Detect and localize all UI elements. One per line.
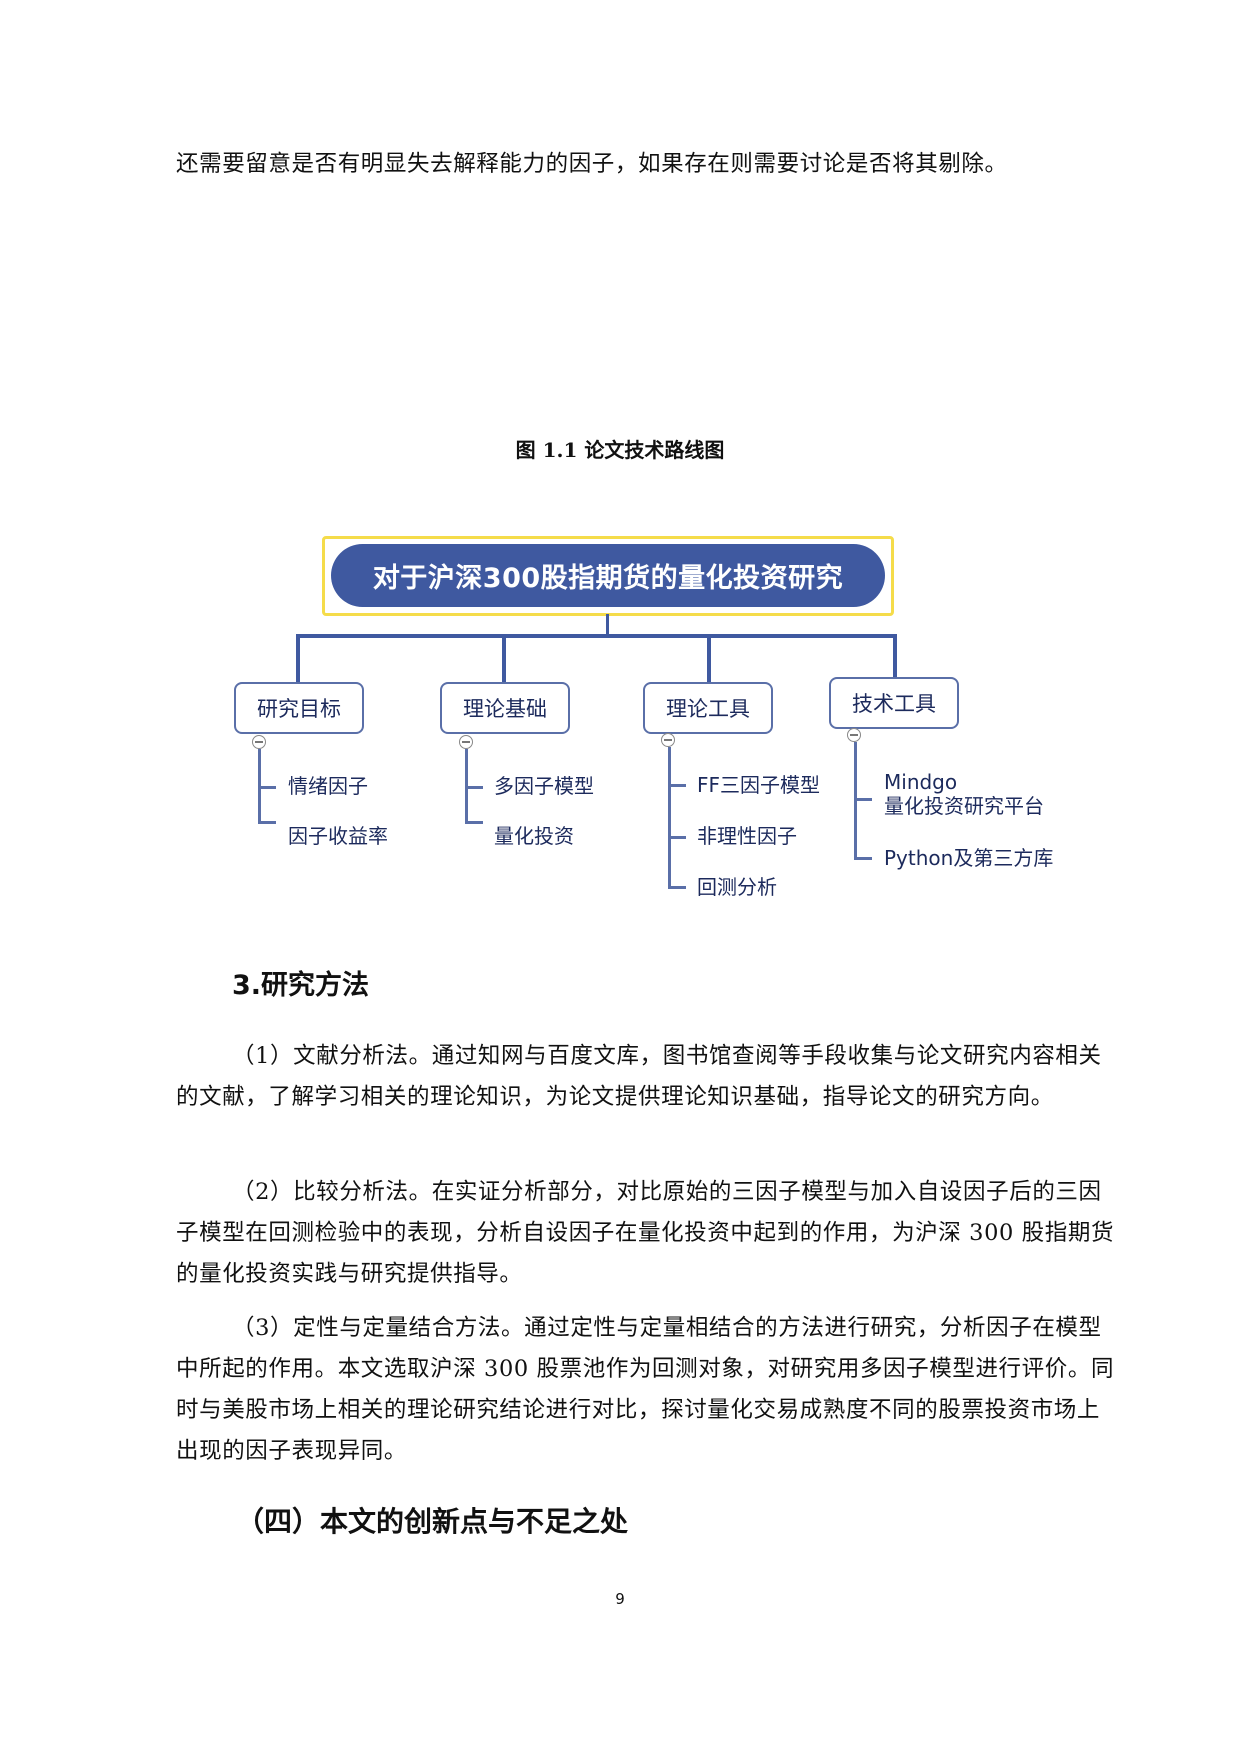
- figure-caption: 图 1.1 论文技术路线图: [515, 438, 725, 462]
- branch-node-research-goal[interactable]: 研究目标: [234, 682, 364, 734]
- leaf-backtest-analysis[interactable]: 回测分析: [697, 875, 777, 899]
- child-connector: [465, 821, 483, 824]
- leaf-python-libraries[interactable]: Python及第三方库: [884, 846, 1054, 870]
- section-heading: 3.研究方法: [232, 970, 370, 1001]
- leaf-ff-three-factor[interactable]: FF三因子模型: [697, 773, 821, 797]
- child-connector: [668, 836, 686, 839]
- child-connector: [854, 742, 857, 860]
- leaf-quant-investing[interactable]: 量化投资: [494, 824, 574, 848]
- branch-node-theory-tools[interactable]: 理论工具: [643, 682, 773, 734]
- collapse-toggle-icon[interactable]: [661, 733, 675, 747]
- child-connector: [258, 821, 276, 824]
- child-connector: [854, 857, 872, 860]
- child-connector: [465, 786, 483, 789]
- page-number: 9: [615, 1590, 625, 1608]
- child-connector: [258, 749, 261, 824]
- child-connector: [668, 747, 671, 889]
- root-node: 对于沪深300股指期货的量化投资研究: [331, 544, 885, 607]
- branch-connector-4: [893, 634, 897, 678]
- child-connector: [465, 749, 468, 824]
- leaf-factor-return[interactable]: 因子收益率: [288, 824, 388, 848]
- branch-node-tech-tools[interactable]: 技术工具: [829, 677, 959, 729]
- leaf-multifactor-model[interactable]: 多因子模型: [494, 774, 594, 798]
- branch-connector-3: [707, 634, 711, 682]
- collapse-toggle-icon[interactable]: [252, 735, 266, 749]
- paragraph-text: （3）定性与定量结合方法。通过定性与定量相结合的方法进行研究，分析因子在模型中所…: [176, 1315, 1115, 1464]
- child-connector: [258, 786, 276, 789]
- paragraph-method-1: （1）文献分析法。通过知网与百度文库，图书馆查阅等手段收集与论文研究内容相关的文…: [176, 1036, 1116, 1118]
- top-paragraph-text: 还需要留意是否有明显失去解释能力的因子，如果存在则需要讨论是否将其剔除。: [176, 151, 1008, 177]
- top-paragraph: 还需要留意是否有明显失去解释能力的因子，如果存在则需要讨论是否将其剔除。: [176, 144, 1116, 185]
- branch-connector-2: [502, 634, 506, 682]
- child-connector: [668, 784, 686, 787]
- child-connector: [668, 886, 686, 889]
- subsection-heading: （四）本文的创新点与不足之处: [236, 1505, 629, 1538]
- paragraph-text: （1）文献分析法。通过知网与百度文库，图书馆查阅等手段收集与论文研究内容相关的文…: [176, 1043, 1102, 1110]
- branch-node-theory-basis[interactable]: 理论基础: [440, 682, 570, 734]
- trunk-connector: [606, 614, 609, 636]
- leaf-sentiment-factor[interactable]: 情绪因子: [288, 774, 368, 798]
- collapse-toggle-icon[interactable]: [847, 728, 861, 742]
- collapse-toggle-icon[interactable]: [459, 735, 473, 749]
- child-connector: [854, 798, 872, 801]
- leaf-mindgo-platform[interactable]: Mindgo 量化投资研究平台: [884, 770, 1044, 818]
- paragraph-text: （2）比较分析法。在实证分析部分，对比原始的三因子模型与加入自设因子后的三因子模…: [176, 1179, 1115, 1287]
- leaf-irrational-factor[interactable]: 非理性因子: [697, 824, 797, 848]
- horizontal-connector: [296, 634, 897, 638]
- paragraph-method-3: （3）定性与定量结合方法。通过定性与定量相结合的方法进行研究，分析因子在模型中所…: [176, 1308, 1116, 1472]
- paragraph-method-2: （2）比较分析法。在实证分析部分，对比原始的三因子模型与加入自设因子后的三因子模…: [176, 1172, 1116, 1295]
- root-node-frame[interactable]: 对于沪深300股指期货的量化投资研究: [322, 536, 894, 616]
- branch-connector-1: [296, 634, 300, 682]
